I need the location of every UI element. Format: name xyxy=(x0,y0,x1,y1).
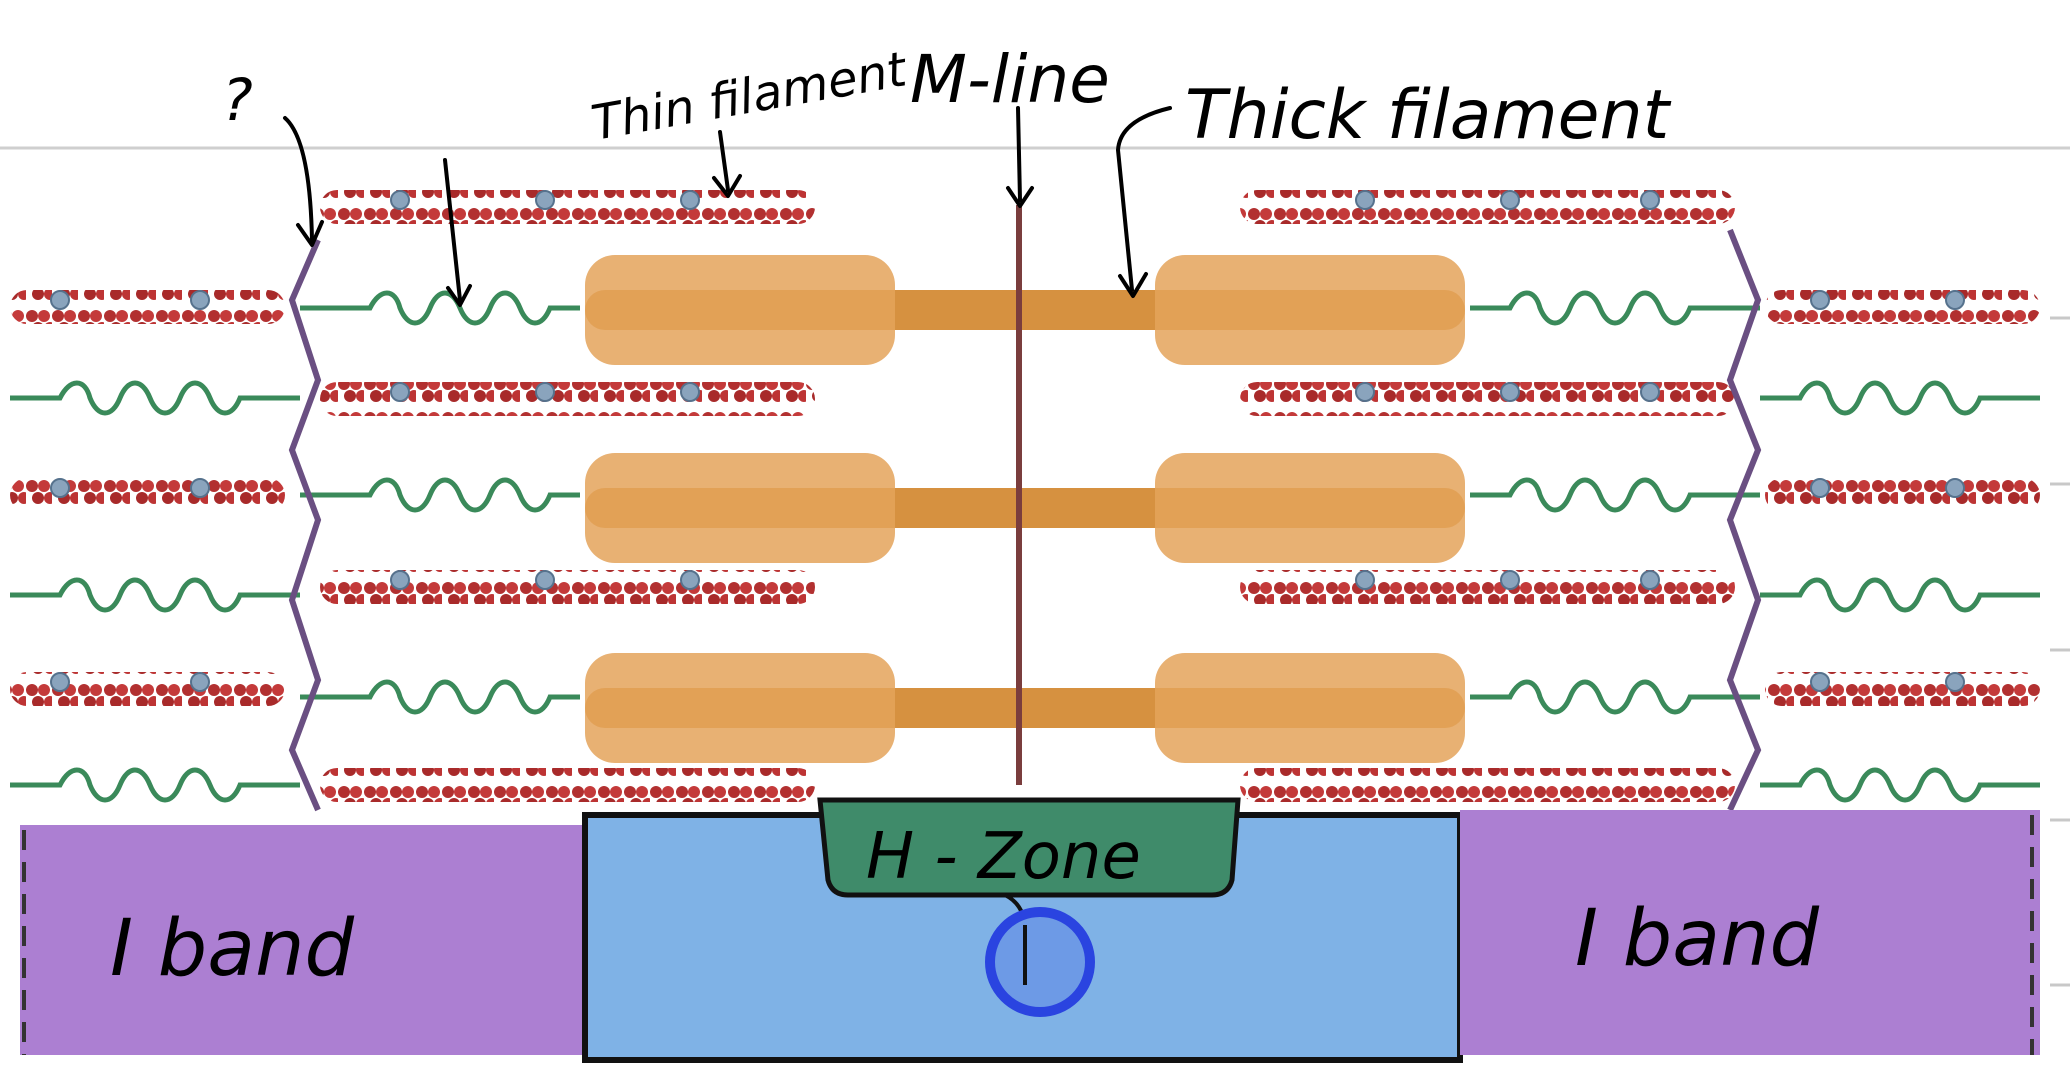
titin-coil xyxy=(10,380,300,416)
h-zone-label: H - Zone xyxy=(866,820,1141,894)
myosin-filament xyxy=(585,255,1465,365)
titin-coil xyxy=(1760,380,2040,416)
titin-coil xyxy=(1470,290,1760,326)
actin-filament xyxy=(10,290,285,324)
i-band-left xyxy=(20,825,585,1055)
titin-coil xyxy=(1470,679,1760,715)
thin-filaments-right-outer xyxy=(1765,290,2040,706)
actin-filament xyxy=(1240,570,1735,604)
troponin-knobs xyxy=(50,190,1965,692)
thin-filaments-left-outer xyxy=(10,290,285,706)
h-zone xyxy=(817,797,1241,898)
actin-filament xyxy=(320,768,815,802)
thin-filament-label: Thin filament xyxy=(587,41,912,152)
titin-coil xyxy=(1760,767,2040,803)
i-band-right xyxy=(1460,810,2040,1055)
annotation-arrows xyxy=(283,106,1172,307)
thick-filament-arrow xyxy=(1116,106,1172,292)
m-line-label: M-line xyxy=(910,41,1110,118)
actin-filament xyxy=(10,672,285,706)
z-line-right xyxy=(1726,228,1762,812)
pointer-circle xyxy=(985,907,1095,1017)
question-label: ? xyxy=(222,66,253,134)
actin-filament xyxy=(1765,672,2040,706)
actin-filament xyxy=(10,478,285,512)
thick-filaments xyxy=(585,255,1465,763)
titin-coil xyxy=(10,767,300,803)
titin-arrow xyxy=(443,158,462,302)
actin-filament xyxy=(1240,768,1735,802)
actin-filament xyxy=(1240,190,1735,224)
i-band-right-label: I band xyxy=(1575,894,1820,984)
m-line-arrow xyxy=(1016,106,1022,202)
titin-coil xyxy=(1470,477,1760,513)
titin-coil xyxy=(1760,577,2040,613)
actin-filament xyxy=(1765,478,2040,512)
myosin-filament xyxy=(585,653,1465,763)
actin-filament xyxy=(1765,290,2040,324)
thick-filament-label: Thick filament xyxy=(1185,76,1672,155)
titin-coil xyxy=(10,577,300,613)
i-band-left-label: I band xyxy=(110,904,355,994)
thin-filament-arrow xyxy=(718,130,730,192)
question-arrow xyxy=(283,116,314,242)
titin-coils xyxy=(10,290,2040,803)
titin-coil xyxy=(300,679,580,715)
z-line-left xyxy=(288,238,322,812)
actin-filament xyxy=(1240,382,1735,416)
myosin-filament xyxy=(585,453,1465,563)
right-edge-ticks xyxy=(2050,316,2070,987)
titin-coil xyxy=(300,477,580,513)
titin-coil xyxy=(300,290,580,326)
